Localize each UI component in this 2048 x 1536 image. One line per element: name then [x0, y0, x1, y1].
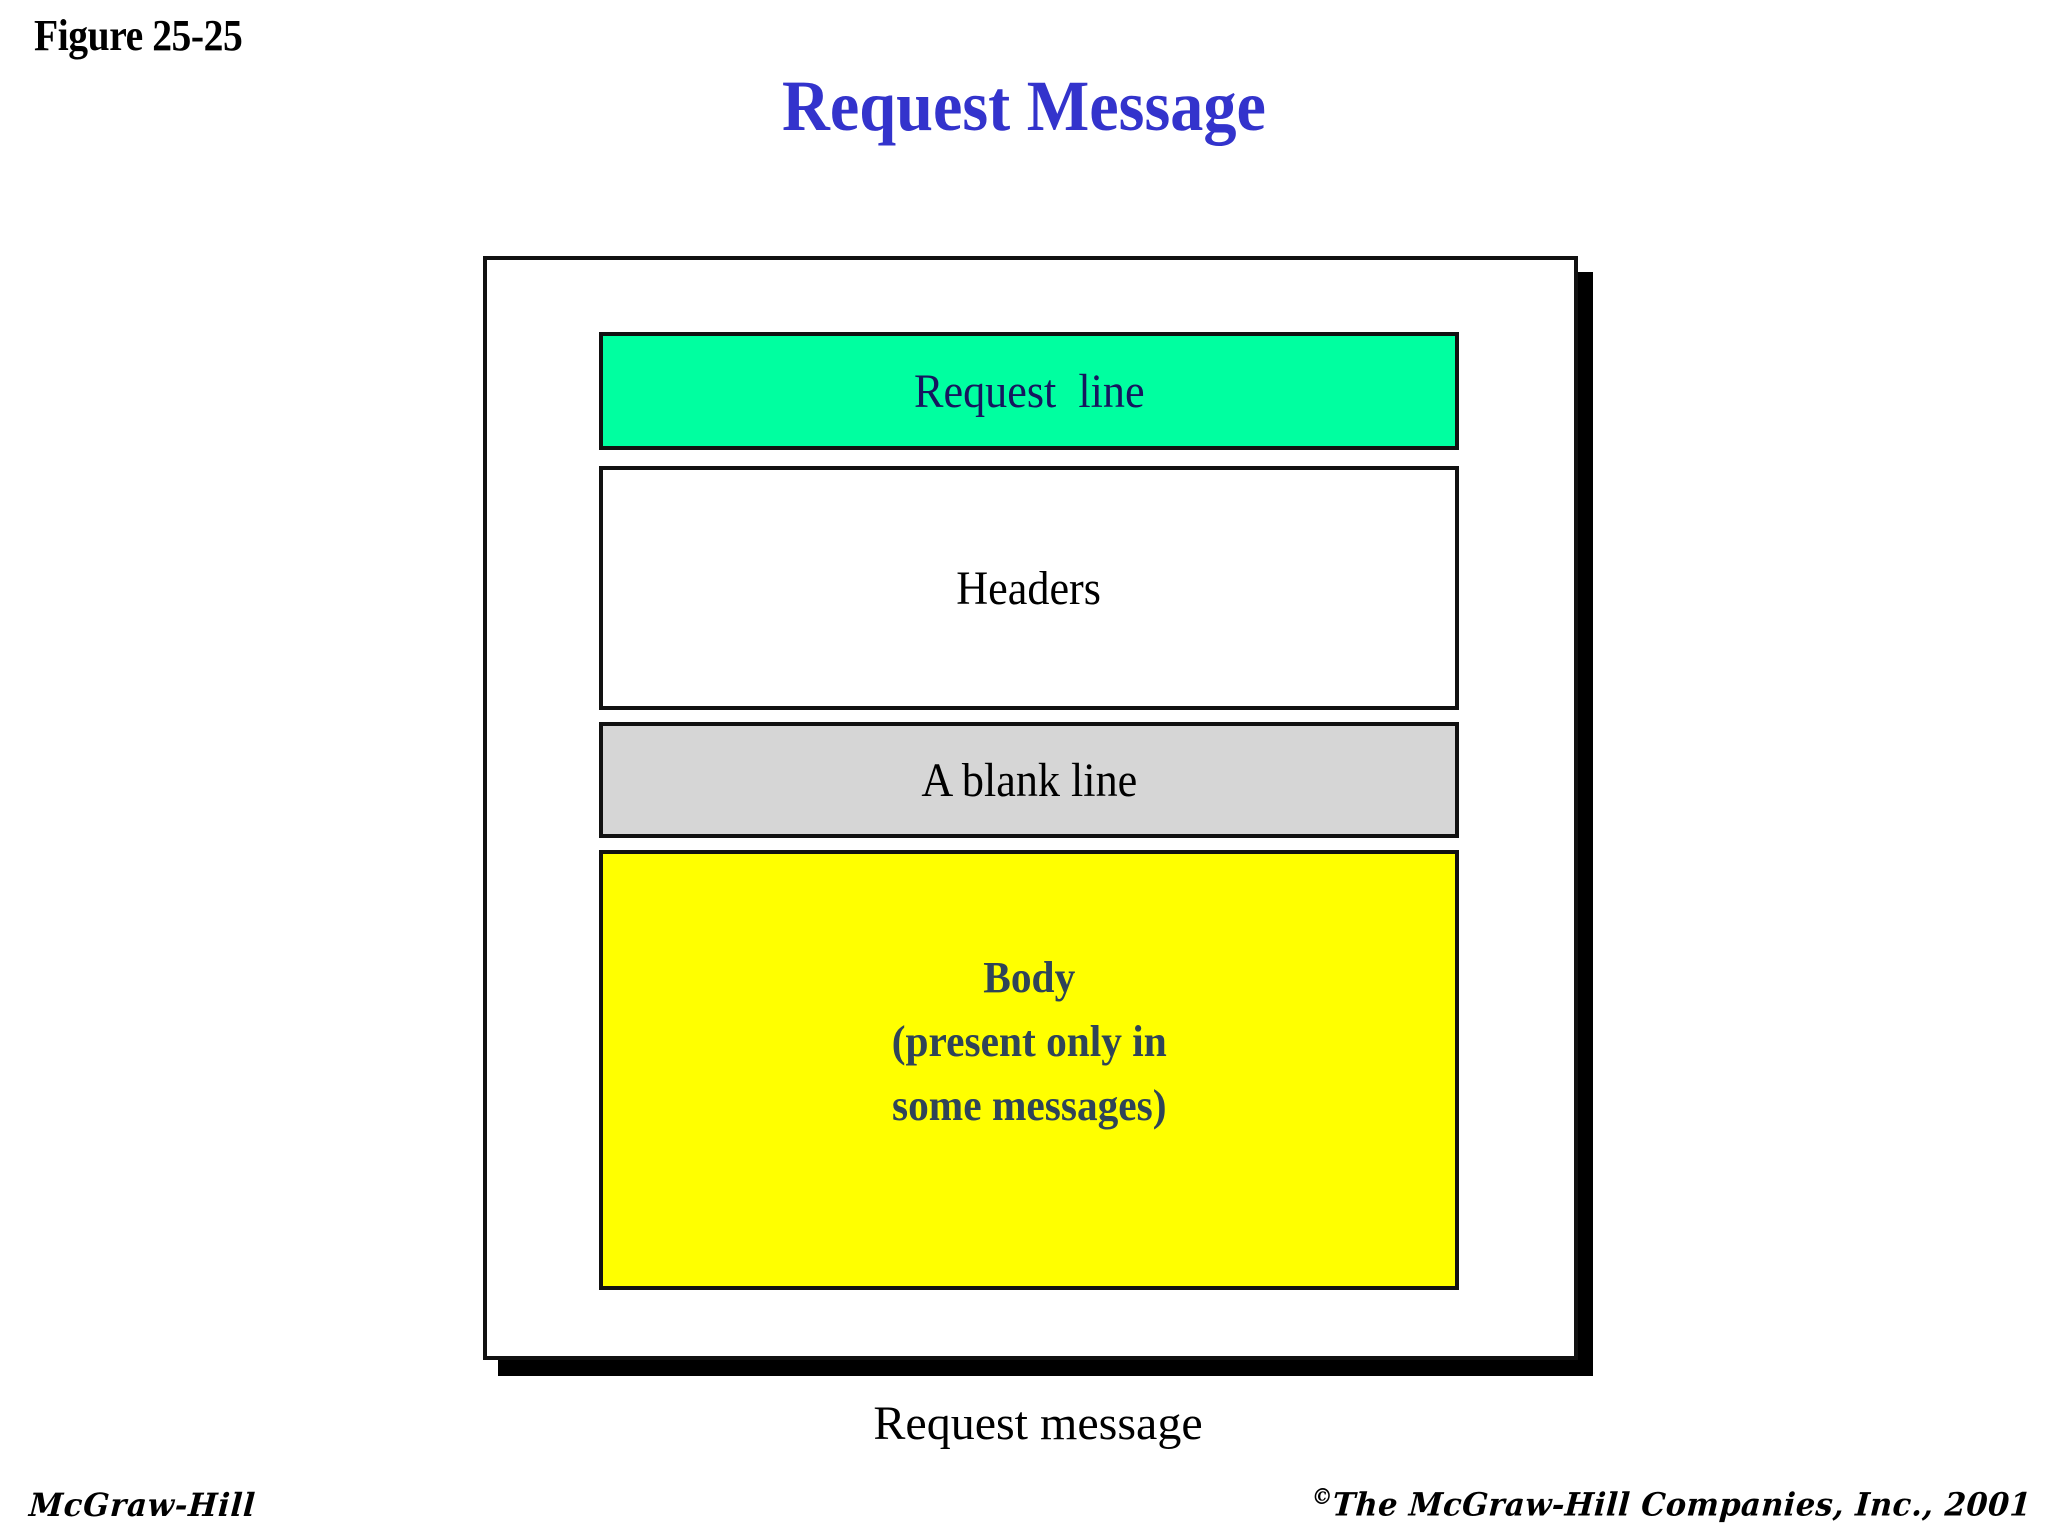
segment-body-label-line-2: (present only in	[891, 1017, 1167, 1066]
segment-headers-label: Headers	[956, 561, 1102, 615]
footer-copyright: ©The McGraw-Hill Companies, Inc., 2001	[1310, 1484, 2033, 1524]
figure-label: Figure 25-25	[34, 11, 243, 60]
footer-publisher-logo: McGraw-Hill	[28, 1486, 257, 1524]
copyright-symbol: ©	[1310, 1484, 1334, 1511]
segment-request-line: Request line	[599, 332, 1459, 450]
page-title-text: Request Message	[782, 66, 1266, 146]
segment-body-label-line-3: some messages)	[891, 1081, 1167, 1130]
diagram-caption: Request message	[873, 1397, 1203, 1450]
footer-copyright-text: The McGraw-Hill Companies, Inc., 2001	[1331, 1486, 2033, 1524]
segment-body-label-line-1: Body	[983, 953, 1075, 1002]
segment-blank-line: A blank line	[599, 722, 1459, 838]
segment-headers: Headers	[599, 466, 1459, 710]
segment-blank-line-label: A blank line	[921, 753, 1137, 807]
page-title: Request Message	[0, 64, 2048, 148]
segment-request-line-label: Request line	[913, 364, 1145, 418]
segment-body-label: Body (present only in some messages)	[891, 946, 1166, 1138]
segment-body: Body (present only in some messages)	[599, 850, 1459, 1290]
